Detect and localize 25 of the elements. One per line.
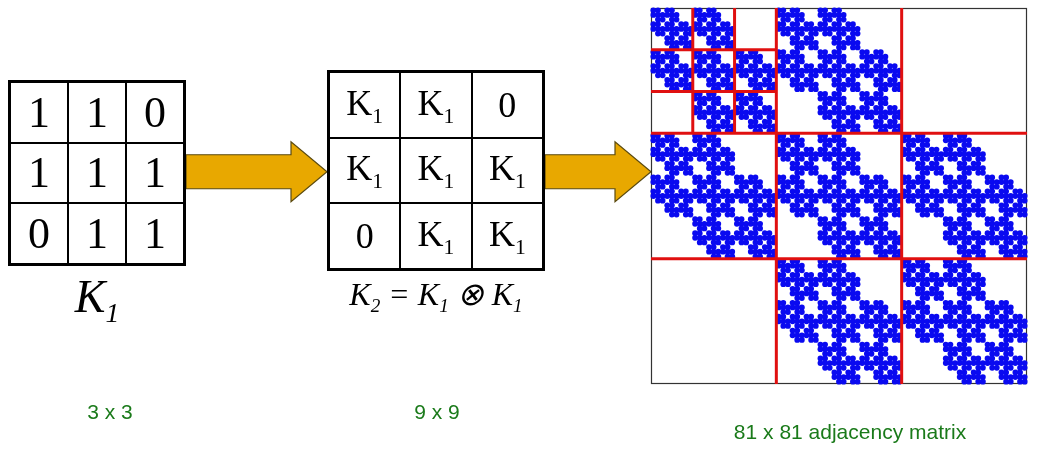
matrix-entry: K$_{1}$	[346, 148, 384, 189]
matrix-entry: K$_{1}$	[488, 213, 526, 254]
matrix-entry: 1	[144, 209, 166, 259]
formula-caption: K$_{2}$ = K$_{1}$ ⊗ K$_{1}$	[348, 277, 524, 316]
formula-caption: K$_{1}$	[73, 272, 121, 328]
matrix-entry: 1	[28, 87, 50, 137]
matrix-entry: 0	[144, 87, 166, 137]
matrix-entry: K$_{1}$	[417, 213, 455, 254]
matrix-entry: 1	[86, 87, 108, 137]
matrix-entry: 1	[28, 148, 50, 198]
matrix-entry: 0	[28, 209, 50, 259]
matrix-entry: 1	[144, 148, 166, 198]
matrix-entry: 1	[86, 209, 108, 259]
block-arrow	[185, 140, 328, 204]
size-label: 9 x 9	[414, 400, 460, 424]
matrix-entry: K$_{1}$	[488, 148, 526, 189]
matrix-entry: K$_{1}$	[417, 148, 455, 189]
size-label: 81 x 81 adjacency matrix	[733, 420, 967, 444]
size-label: 3 x 3	[87, 400, 133, 424]
matrix-entry: 1	[86, 148, 108, 198]
matrix-entry: 0	[498, 84, 517, 125]
matrix-entry: K$_{1}$	[346, 82, 384, 123]
matrix-entry: K$_{1}$	[417, 82, 455, 123]
matrix-entry: 0	[355, 216, 374, 257]
block-arrow	[544, 140, 652, 204]
